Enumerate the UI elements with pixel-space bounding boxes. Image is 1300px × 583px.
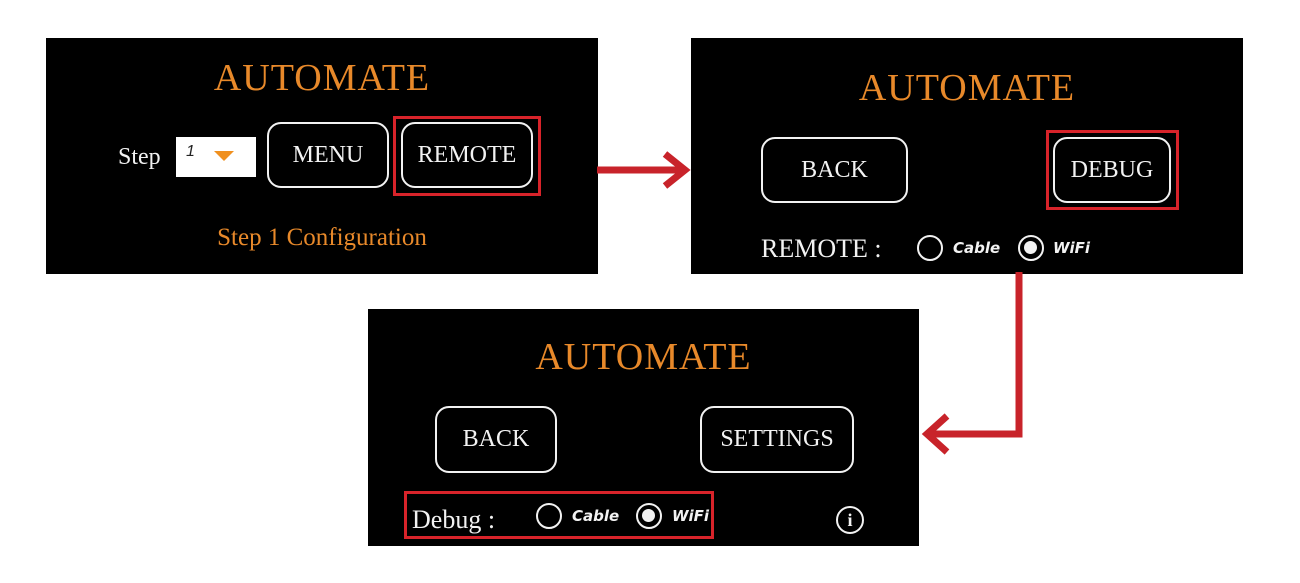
chevron-down-icon: [214, 151, 234, 161]
settings-button[interactable]: SETTINGS: [700, 406, 854, 473]
app-title: AUTOMATE: [858, 67, 1076, 109]
flow-arrow-right: [597, 151, 691, 189]
debug-button[interactable]: DEBUG: [1053, 137, 1171, 203]
back-button[interactable]: BACK: [435, 406, 557, 473]
radio-wifi[interactable]: [1018, 235, 1044, 261]
radio-cable[interactable]: [917, 235, 943, 261]
radio-cable[interactable]: [536, 503, 562, 529]
app-title: AUTOMATE: [535, 336, 752, 378]
screen-step-config: AUTOMATE Step 1 MENU REMOTE Step 1 Confi…: [46, 38, 598, 274]
back-button[interactable]: BACK: [761, 137, 908, 203]
debug-row-highlight: [404, 491, 714, 539]
radio-cable-label: Cable: [572, 507, 620, 525]
radio-cable-label: Cable: [953, 239, 1001, 257]
radio-wifi[interactable]: [636, 503, 662, 529]
remote-button[interactable]: REMOTE: [401, 122, 533, 188]
flow-arrow-down-left: [921, 272, 1023, 455]
step-select[interactable]: 1: [176, 137, 256, 177]
debug-label: Debug :: [412, 505, 496, 534]
info-icon[interactable]: i: [836, 506, 864, 534]
remote-button-highlight: [393, 116, 541, 196]
app-title: AUTOMATE: [213, 57, 431, 99]
status-text: Step 1 Configuration: [217, 224, 427, 251]
debug-button-highlight: [1046, 130, 1179, 210]
screen-debug: AUTOMATE BACK SETTINGS Debug : Cable WiF…: [368, 309, 919, 546]
radio-wifi-label: WiFi: [1053, 239, 1091, 257]
menu-button[interactable]: MENU: [267, 122, 389, 188]
step-select-value: 1: [186, 143, 195, 160]
step-label: Step: [118, 144, 161, 170]
remote-label: REMOTE :: [761, 234, 882, 263]
screen-remote: AUTOMATE BACK DEBUG REMOTE : Cable WiFi: [691, 38, 1243, 274]
radio-wifi-label: WiFi: [672, 507, 710, 525]
